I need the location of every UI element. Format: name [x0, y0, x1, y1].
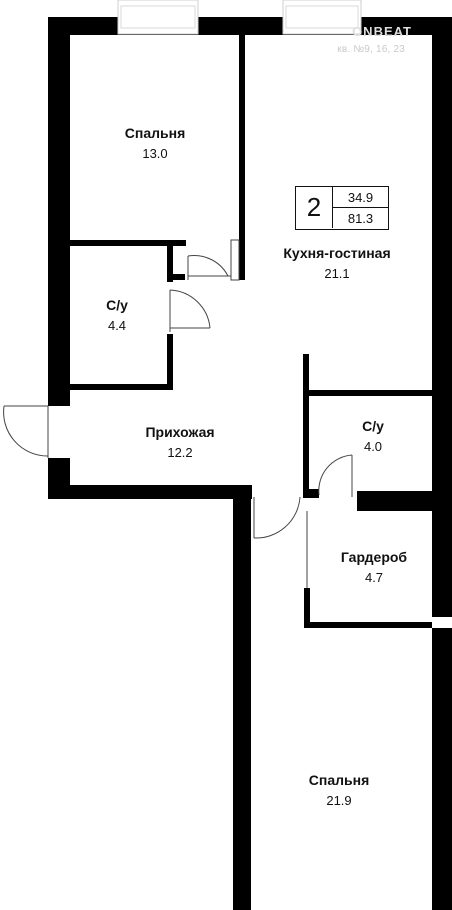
room-label-bedroom-top: Спальня 13.0 [125, 125, 185, 161]
wall-bedroom-left [233, 485, 251, 910]
room-name: С/у [106, 297, 128, 313]
wall-mid-horizontal [48, 485, 252, 499]
wall-bath-right [167, 240, 173, 282]
total-area-value: 81.3 [347, 211, 374, 226]
room-label-bathroom-right: С/у 4.0 [362, 418, 384, 454]
door-bath-right [318, 454, 353, 497]
wall-right-lower [432, 628, 452, 910]
wall-wardrobe-bottom [304, 622, 432, 628]
door-bedroom-top [187, 239, 240, 281]
room-name: С/у [362, 418, 384, 434]
room-name: Гардероб [340, 549, 408, 565]
wall-kitchen-hall [303, 354, 309, 390]
room-area: 4.7 [364, 570, 384, 585]
room-label-hallway: Прихожая 12.2 [145, 424, 214, 460]
room-name: Спальня [124, 125, 186, 141]
room-area: 21.1 [324, 266, 350, 281]
room-label-wardrobe: Гардероб 4.7 [341, 549, 407, 585]
door-bedroom-bottom [253, 496, 301, 539]
room-area: 4.0 [363, 439, 383, 454]
interior-walls [70, 35, 432, 628]
wall-bath-corner [173, 274, 185, 280]
wall-bath-bottom [70, 384, 173, 390]
windows [117, 0, 362, 35]
door-entrance [3, 405, 49, 458]
exterior-walls [48, 17, 452, 910]
wall-rbath-left [303, 390, 309, 498]
room-label-bedroom-bottom: Спальня 21.9 [309, 772, 369, 808]
wall-sep-right [304, 489, 319, 498]
room-area: 21.9 [326, 793, 352, 808]
wall-rbath-top [303, 390, 432, 396]
room-name: Кухня-гостиная [283, 245, 391, 261]
door-bath-left [169, 289, 211, 332]
watermark-logo: ONBEAT [352, 24, 412, 39]
room-name: Прихожая [145, 424, 215, 440]
wall-right-upper [432, 17, 452, 617]
wall-wardrobe-left [304, 588, 310, 626]
rooms-count: 2 [296, 187, 333, 228]
wall-left-upper [48, 17, 70, 406]
living-area-value: 34.9 [333, 187, 388, 208]
wall-bedroom-bath-upper [70, 240, 186, 246]
room-label-kitchen-living: Кухня-гостиная 21.1 [283, 245, 390, 281]
summary-badge: 2 34.9 81.3 [295, 186, 389, 230]
doors [3, 239, 353, 588]
room-area: 12.2 [167, 445, 193, 460]
wall-wardrobe-top [363, 491, 432, 511]
room-label-bathroom-left: С/у 4.4 [106, 297, 128, 333]
room-area: 4.4 [107, 318, 127, 333]
room-name: Спальня [308, 772, 370, 788]
wall-rbath-bottom-right [357, 491, 363, 511]
watermark-caption: кв. №9, 16, 23 [337, 44, 405, 55]
room-area: 13.0 [142, 146, 168, 161]
wall-bedroom-kitchen [239, 35, 245, 280]
